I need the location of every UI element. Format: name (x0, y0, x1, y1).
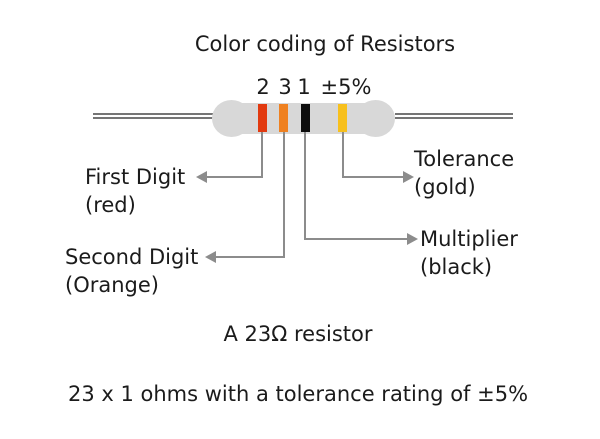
multiplier-arrowhead-icon (407, 233, 418, 245)
second-digit-label-subtitle: (Orange) (65, 273, 159, 297)
caption: A 23Ω resistor (223, 322, 373, 346)
first-digit-leader-horizontal (206, 176, 262, 178)
first-digit-label-title: First Digit (85, 165, 186, 189)
multiplier-leader-horizontal (306, 238, 407, 240)
first-digit-arrowhead-icon (196, 171, 207, 183)
second-digit-arrowhead-icon (205, 251, 216, 263)
resistor-lead-right-top (395, 113, 513, 115)
tolerance-label: Tolerance (gold) (414, 145, 514, 201)
band-red (258, 104, 267, 132)
tolerance-arrowhead-icon (403, 171, 414, 183)
tolerance-leader-vertical (342, 132, 344, 178)
band-orange (279, 104, 288, 132)
resistor-lead-right-bottom (395, 117, 513, 119)
first-digit-leader-vertical (261, 132, 263, 178)
multiplier-label: Multiplier (black) (420, 225, 518, 281)
second-digit-leader-vertical (283, 132, 285, 258)
band-gold (338, 104, 347, 132)
multiplier-label-subtitle: (black) (420, 255, 493, 279)
tolerance-leader-horizontal (343, 176, 403, 178)
second-digit-leader-horizontal (215, 256, 285, 258)
resistor-lead-left-bottom (93, 117, 219, 119)
page-title: Color coding of Resistors (194, 32, 456, 56)
band-value-label-second-digit: 3 (278, 75, 292, 99)
multiplier-label-title: Multiplier (420, 227, 518, 251)
second-digit-label-title: Second Digit (65, 245, 199, 269)
first-digit-label: First Digit (red) (85, 163, 185, 219)
band-black (301, 104, 310, 132)
band-value-label-first-digit: 2 (256, 75, 270, 99)
resistor-lead-left-top (93, 113, 219, 115)
formula: 23 x 1 ohms with a tolerance rating of ±… (67, 382, 529, 406)
tolerance-label-subtitle: (gold) (414, 175, 476, 199)
second-digit-label: Second Digit (Orange) (65, 243, 198, 299)
band-value-label-tolerance: ±5% (320, 75, 372, 99)
tolerance-label-title: Tolerance (414, 147, 515, 171)
first-digit-label-subtitle: (red) (85, 193, 136, 217)
multiplier-leader-vertical (304, 132, 306, 240)
band-value-label-multiplier: 1 (297, 75, 311, 99)
